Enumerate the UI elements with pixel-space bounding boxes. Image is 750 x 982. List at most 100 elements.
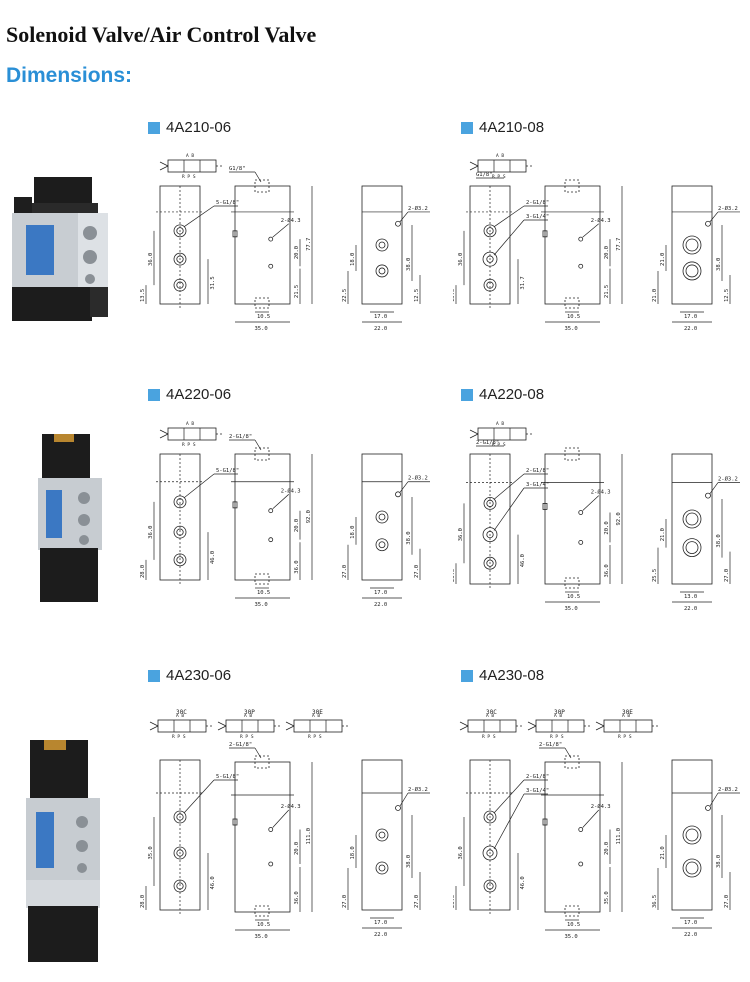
drawing-line [564, 747, 572, 759]
dimension-label: 13.0 [684, 594, 697, 600]
drawing-line [217, 725, 227, 731]
dimension-label: 36.0 [294, 891, 300, 904]
drawing-outline [564, 577, 580, 589]
mount-hole [578, 827, 584, 832]
dimension-label: 2-Ø4.3 [591, 489, 611, 496]
drawing-line [285, 721, 295, 727]
drawing-outline [477, 159, 527, 173]
port-inner-circle [685, 264, 699, 278]
dimension-label: 21.0 [660, 253, 666, 266]
dimension-label: 2-Ø3.2 [408, 475, 428, 482]
drawing-outline [564, 905, 580, 917]
mount-hole [578, 540, 584, 545]
port-inner-circle [176, 849, 184, 857]
dimension-label: 27.0 [342, 895, 348, 908]
mount-hole [705, 220, 711, 227]
dimension-label: 27.0 [414, 895, 420, 908]
drawing-line [254, 171, 262, 183]
drawing-outline [671, 453, 713, 585]
port-inner-circle [685, 828, 699, 842]
dimension-label: 2-G1/8" [229, 742, 252, 748]
dimension-label: 35.0 [255, 602, 268, 608]
dimension-label: 92.0 [616, 512, 622, 525]
dimension-label: 35.0 [255, 934, 268, 940]
dimension-label: 30C [176, 709, 187, 716]
port-circle [682, 858, 702, 878]
drawing-line [709, 792, 719, 807]
dimension-label: 21.0 [660, 528, 666, 541]
dimension-label: 28.0 [453, 569, 456, 582]
dimension-label: 21.0 [652, 289, 658, 302]
dimension-label: 77.7 [616, 238, 622, 251]
dimension-label: 38.0 [716, 855, 722, 868]
drawing-outline [544, 453, 601, 585]
drawing-outline [469, 759, 511, 911]
dimension-label: R P S [308, 734, 322, 740]
dimension-label: 92.0 [306, 510, 312, 523]
drawing-line [709, 482, 719, 494]
dimension-label: 2-G1/8" [476, 440, 499, 446]
dimension-label: 2-Ø4.3 [591, 217, 611, 224]
port-circle [375, 828, 389, 842]
drawing-line [459, 725, 469, 731]
dimension-label: 13.5 [140, 289, 146, 302]
model-id: 4A210-08 [479, 119, 545, 136]
port-circle [482, 845, 498, 861]
drawing-outline [671, 185, 713, 305]
dimension-label: 5-G1/8" [216, 200, 239, 206]
port-inner-circle [176, 281, 184, 289]
drawing-line [493, 487, 525, 531]
port-inner-circle [486, 281, 494, 289]
drawing-line [595, 725, 605, 731]
dimension-label: 20.0 [604, 246, 610, 259]
port-inner-circle [685, 861, 699, 875]
port-inner-circle [378, 267, 386, 275]
port-circle [375, 538, 389, 552]
drawing-line [285, 725, 295, 731]
dimension-label: R P S [182, 442, 196, 448]
dimension-label: 5-G1/8" [216, 774, 239, 780]
port-inner-circle [378, 541, 386, 549]
port-inner-circle [378, 864, 386, 872]
dimension-label: 35.0 [148, 846, 154, 859]
dimension-label: 2-Ø4.3 [281, 217, 301, 224]
dimension-label: R P S [618, 734, 632, 740]
dimension-label: 21.5 [294, 285, 300, 298]
model-id: 4A220-06 [166, 386, 232, 403]
port-circle [483, 810, 497, 824]
dimension-label: 17.0 [684, 314, 697, 320]
dimension-label: 22.0 [684, 932, 697, 938]
port-inner-circle [685, 512, 699, 526]
port-circle [173, 553, 187, 567]
drawing-outline [361, 759, 403, 911]
dimension-label: 2-G1/8" [526, 200, 549, 206]
dimension-label: A B [176, 713, 184, 719]
drawing-outline [225, 719, 275, 733]
drawing-line [493, 779, 525, 814]
port-inner-circle [486, 813, 494, 821]
drawing-line [582, 809, 600, 828]
drawing-line [159, 165, 169, 171]
dimension-label: 17.0 [374, 590, 387, 596]
dimension-label: R P S [482, 734, 496, 740]
dimension-label: 111.0 [616, 828, 622, 845]
dimension-label: 22.0 [374, 932, 387, 938]
bullet-square-icon [148, 388, 160, 401]
port-circle [682, 538, 702, 557]
port-circle [173, 846, 187, 860]
dimension-label: A B [554, 713, 562, 719]
dimension-label: 18.0 [350, 253, 356, 266]
drawing-outline [564, 297, 580, 309]
port-circle [482, 251, 498, 267]
drawing-line [709, 211, 719, 222]
dimension-label: 10.5 [257, 590, 270, 596]
drawing-outline [167, 159, 217, 173]
mount-hole [395, 220, 401, 227]
port-circle [682, 509, 702, 529]
drawing-line [399, 481, 409, 493]
dimension-label: 46.0 [520, 876, 526, 889]
mount-hole [268, 861, 274, 867]
valve-photo-4a230 [26, 740, 100, 962]
port-circle [173, 525, 187, 539]
port-inner-circle [176, 498, 184, 506]
